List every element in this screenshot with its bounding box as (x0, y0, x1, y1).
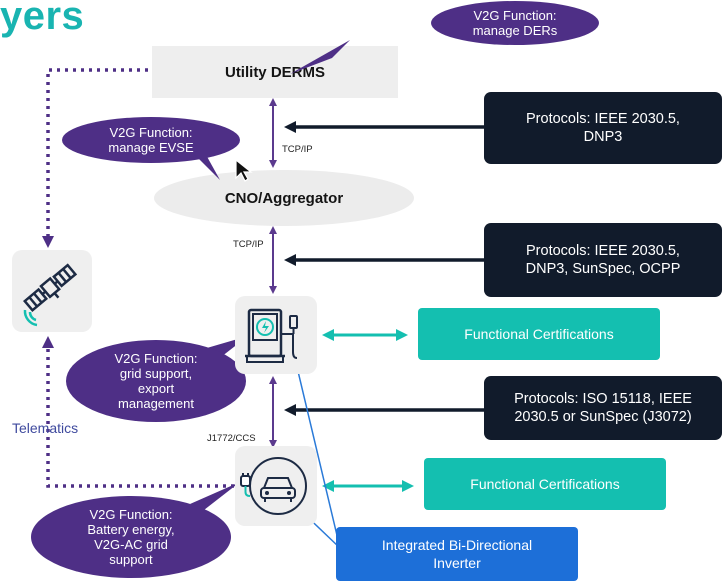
inverter-arrow-1 (289, 342, 341, 549)
electric-car-tile (235, 446, 317, 526)
satellite-icon (23, 263, 78, 327)
utility-derms-label: Utility DERMS (224, 63, 325, 81)
v2g-bubble-grid-support: V2G Function: grid support, export manag… (66, 340, 246, 422)
v2g-bubble-battery: V2G Function: Battery energy, V2G-AC gri… (31, 496, 231, 578)
v2g-bubble-evse: V2G Function: manage EVSE (62, 117, 240, 163)
functional-certifications-box-1: Functional Certifications (418, 308, 660, 360)
electric-car-icon (240, 457, 307, 515)
ev-charger-icon (245, 308, 298, 363)
protocols-box-charger: Protocols: ISO 15118, IEEE 2030.5 or Sun… (484, 376, 722, 440)
cno-aggregator-label: CNO/Aggregator (224, 189, 344, 207)
telematics-label: Telematics (12, 420, 79, 436)
bubble-tail-battery (190, 482, 240, 510)
protocols-box-derms: Protocols: IEEE 2030.5, DNP3 (484, 92, 722, 164)
telematics-path-top (42, 68, 148, 248)
bi-directional-inverter-box: Integrated Bi-Directional Inverter (336, 527, 578, 581)
telematics-path-bottom (42, 336, 234, 488)
ev-charger-tile (235, 296, 317, 374)
mouse-pointer-icon (235, 158, 253, 182)
link-label-tcp-2: TCP/IP (233, 239, 264, 250)
link-label-tcp-1: TCP/IP (282, 144, 313, 155)
v2g-bubble-derms: V2G Function: manage DERs (431, 1, 599, 45)
cno-aggregator-node: CNO/Aggregator (154, 170, 414, 226)
link-label-j1772: J1772/CCS (207, 433, 256, 444)
utility-derms-node: Utility DERMS (152, 46, 398, 98)
functional-certifications-box-2: Functional Certifications (424, 458, 666, 510)
bubble-tail-derms (290, 40, 350, 74)
protocols-box-cno: Protocols: IEEE 2030.5, DNP3, SunSpec, O… (484, 223, 722, 297)
page-title: yers (0, 0, 85, 38)
satellite-icon-tile (12, 250, 92, 332)
